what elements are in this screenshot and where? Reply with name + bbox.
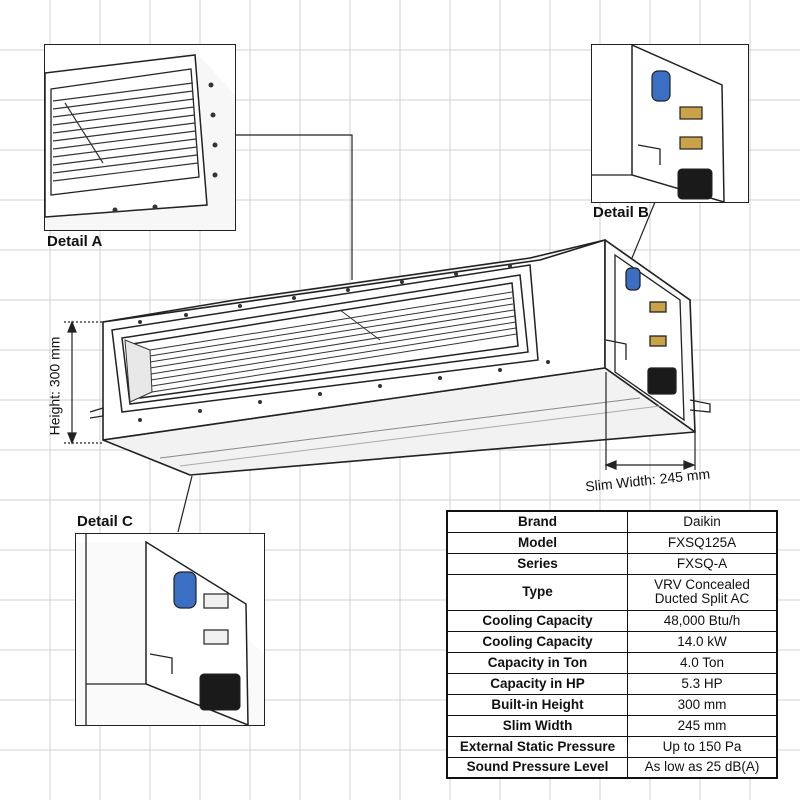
detail-c-box [75, 533, 265, 726]
detail-a-box [44, 44, 236, 231]
detail-b-connection-closeup [592, 45, 725, 202]
detail-a-grille-closeup [45, 51, 235, 230]
detail-a-label: Detail A [47, 233, 103, 250]
detail-b-label: Detail B [593, 204, 649, 221]
detail-c-connection-closeup [76, 534, 264, 725]
detail-b-box [591, 44, 749, 203]
height-dimension-label: Height: 300 mm [46, 336, 63, 436]
blue-pipe-icon [651, 70, 671, 102]
detail-c-label: Detail C [77, 513, 133, 530]
